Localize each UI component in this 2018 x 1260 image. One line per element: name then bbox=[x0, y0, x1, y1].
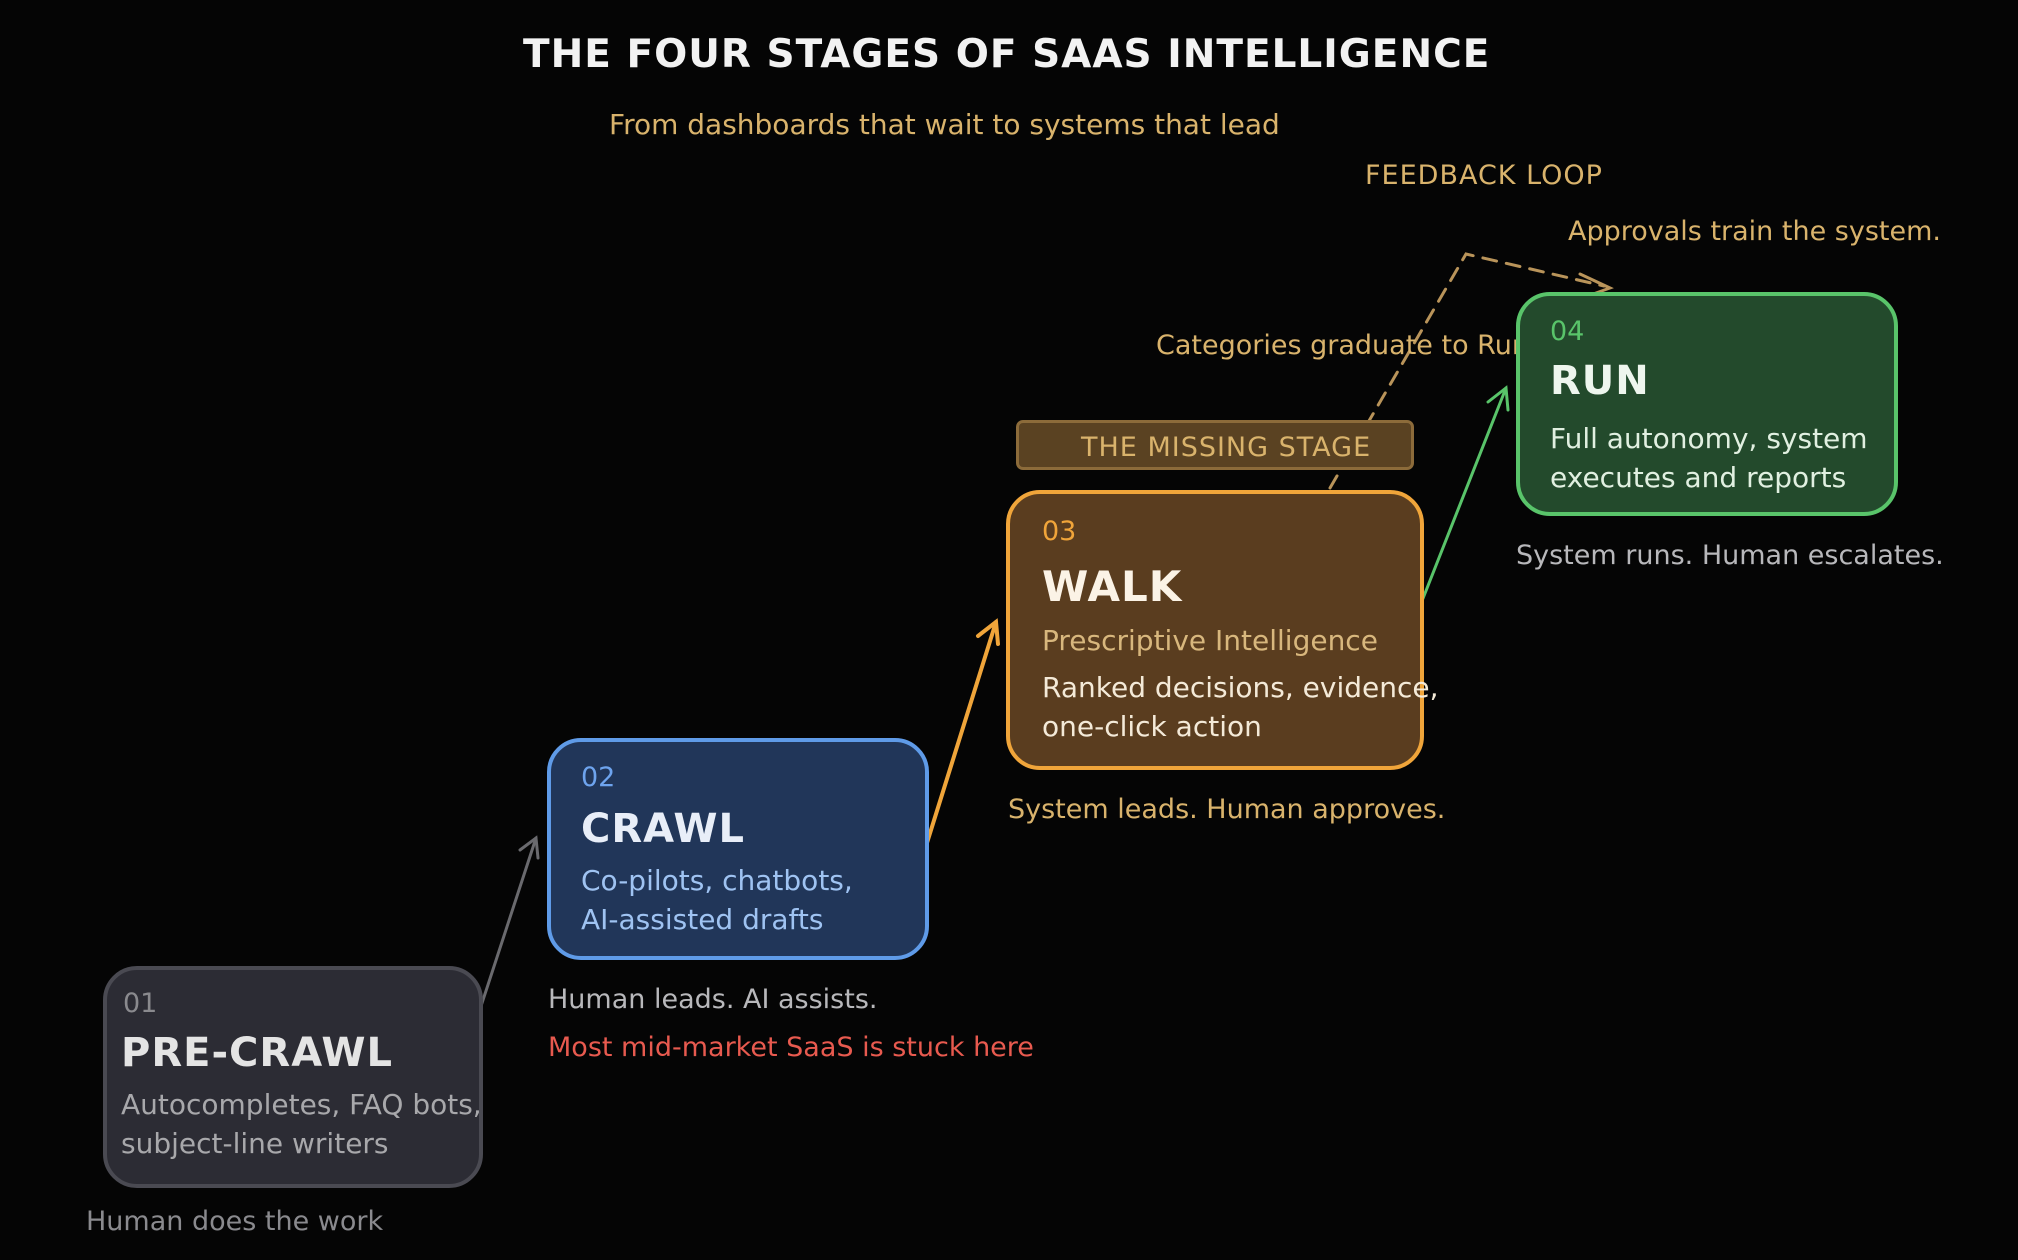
stage-number: 02 bbox=[581, 762, 616, 793]
stage-description-line-1: Co-pilots, chatbots, bbox=[581, 864, 853, 897]
stage-caption-precrawl: Human does the work bbox=[86, 1206, 384, 1237]
stuck-here-note: Most mid-market SaaS is stuck here bbox=[548, 1032, 1034, 1063]
stage-description-line-2: executes and reports bbox=[1550, 461, 1847, 494]
page-subtitle: From dashboards that wait to systems tha… bbox=[609, 108, 1280, 141]
stage-description-line-2: subject-line writers bbox=[121, 1127, 389, 1160]
stage-card-walk: 03 WALK Prescriptive Intelligence Ranked… bbox=[1006, 490, 1439, 770]
stage-description-line-2: AI-assisted drafts bbox=[581, 903, 824, 936]
feedback-loop-label: FEEDBACK LOOP bbox=[1365, 160, 1603, 191]
stage-card-precrawl: 01 PRE-CRAWL Autocompletes, FAQ bots, su… bbox=[103, 966, 483, 1188]
missing-stage-label: THE MISSING STAGE bbox=[1081, 432, 1372, 463]
stage-description-line-1: Ranked decisions, evidence, bbox=[1042, 671, 1439, 704]
stage-number: 04 bbox=[1550, 316, 1585, 347]
stage-name: CRAWL bbox=[581, 806, 745, 852]
stage-name: PRE-CRAWL bbox=[121, 1030, 393, 1076]
stage-description-line-1: Autocompletes, FAQ bots, bbox=[121, 1088, 482, 1121]
stage-card-crawl: 02 CRAWL Co-pilots, chatbots, AI-assiste… bbox=[547, 738, 929, 960]
stage-caption-crawl: Human leads. AI assists. bbox=[548, 984, 878, 1015]
stage-number: 01 bbox=[123, 988, 158, 1019]
approvals-note: Approvals train the system. bbox=[1568, 216, 1941, 247]
stage-name: WALK bbox=[1042, 562, 1183, 611]
arrow-walk-to-run bbox=[1418, 385, 1510, 608]
stage-description-line-1: Full autonomy, system bbox=[1550, 422, 1868, 455]
stage-subtitle: Prescriptive Intelligence bbox=[1042, 624, 1378, 657]
stage-name: RUN bbox=[1550, 358, 1650, 404]
feedback-loop-arrow bbox=[1328, 252, 1606, 490]
stage-number: 03 bbox=[1042, 516, 1077, 547]
stage-caption-run: System runs. Human escalates. bbox=[1516, 540, 1944, 571]
stage-caption-walk: System leads. Human approves. bbox=[1008, 794, 1446, 825]
stage-description-line-2: one-click action bbox=[1042, 710, 1262, 743]
missing-stage-tag: THE MISSING STAGE bbox=[1016, 420, 1414, 470]
arrow-crawl-to-walk bbox=[924, 618, 1000, 848]
stage-card-run: 04 RUN Full autonomy, system executes an… bbox=[1516, 292, 1898, 516]
graduate-note: Categories graduate to Run. bbox=[1156, 330, 1538, 361]
